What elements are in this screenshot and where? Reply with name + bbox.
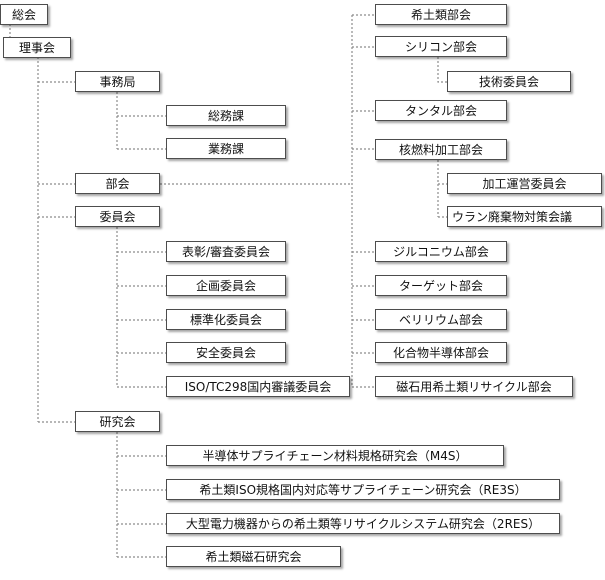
node-silicon-bukai: シリコン部会 (375, 36, 507, 57)
node-kikaku: 企画委員会 (166, 275, 286, 296)
node-iso: ISO/TC298国内審議委員会 (166, 376, 350, 397)
connector-silicon-gijutsu (437, 57, 447, 83)
node-rijikai: 理事会 (3, 37, 71, 58)
node-jimukyoku: 事務局 (75, 71, 160, 92)
node-bukai: 部会 (75, 173, 160, 194)
node-gijutsu-iinkai: 技術委員会 (447, 71, 571, 92)
node-zircon-bukai: ジルコニウム部会 (375, 241, 507, 262)
node-kenkyu-magnet: 希土類磁石研究会 (166, 546, 341, 567)
node-hyosho: 表彰/審査委員会 (166, 241, 286, 262)
node-kenkyu-m4s: 半導体サプライチェーン材料規格研究会（M4S） (166, 445, 504, 466)
node-beryllium-bukai: ベリリウム部会 (375, 309, 507, 330)
node-kenkyu-re3s: 希土類ISO規格国内対応等サプライチェーン研究会（RE3S） (166, 479, 560, 500)
node-sokai: 総会 (0, 4, 48, 25)
node-anzen: 安全委員会 (166, 342, 286, 363)
node-iinkai: 委員会 (75, 206, 160, 227)
node-kako-iinkai: 加工運営委員会 (447, 173, 602, 194)
node-tantal-bukai: タンタル部会 (375, 100, 507, 121)
node-kakunenryo-bukai: 核燃料加工部会 (375, 139, 507, 160)
node-uran-kaigi: ウラン廃棄物対策会議 (447, 206, 602, 227)
node-kidorui-bukai: 希土類部会 (375, 4, 507, 25)
node-somuka: 総務課 (166, 105, 286, 126)
node-jishaku-bukai: 磁石用希土類リサイクル部会 (375, 376, 573, 397)
node-gyomuka: 業務課 (166, 138, 286, 159)
node-hyojunka: 標準化委員会 (166, 309, 286, 330)
node-target-bukai: ターゲット部会 (375, 275, 507, 296)
node-kenkyu-2res: 大型電力機器からの希土類等リサイクルシステム研究会（2RES） (166, 513, 560, 534)
node-kenkyukai: 研究会 (75, 411, 160, 432)
node-kagobutsu-bukai: 化合物半導体部会 (375, 342, 507, 363)
